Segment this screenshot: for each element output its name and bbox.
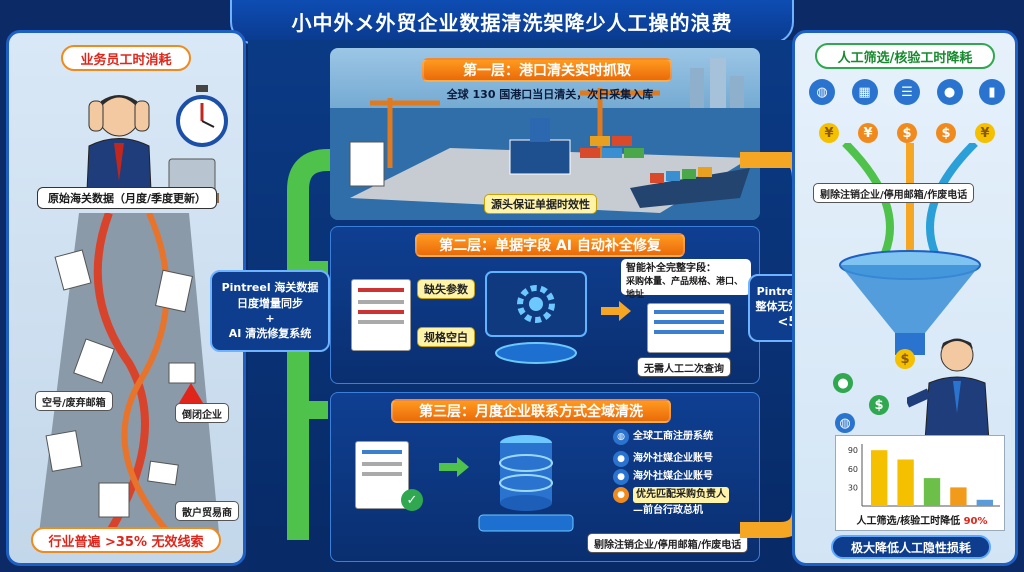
layer2-badge: 无需人工二次查询 (637, 357, 731, 377)
chart-bar (924, 478, 940, 506)
pipeline-label-line3: AI 清洗修复系统 (229, 326, 311, 341)
channel-item-registry: ◍ 全球工商注册系统 (613, 429, 759, 445)
layer1-subtitle: 全球 130 国港口当日清关，次日采集入库 (390, 86, 710, 102)
bar-chart-box: 90 60 30 人工筛选/核验工时降低 90% (835, 435, 1005, 531)
chart-caption-label: 人工筛选/核验工时降低 (856, 516, 960, 527)
globe-icon: ◍ (613, 429, 629, 445)
coin-icons-row: ¥ ¥ $ $ ¥ (819, 123, 995, 143)
fill-fields-list: 采购体量、产品规格、港口、地址 (626, 276, 746, 301)
users-icon: ● (937, 79, 963, 105)
chart-bar (977, 500, 993, 506)
contact-icon: ☰ (894, 79, 920, 105)
pipeline-label-plus: + (265, 311, 274, 326)
channel-item-buyer-sub: —前台行政总机 (613, 503, 759, 519)
person-icon: ● (833, 373, 853, 393)
right-footer: 极大降低人工隐性损耗 (831, 535, 991, 559)
businessman-illustration (907, 333, 1007, 443)
layer3-panel: 第三层：月度企业联系方式全域清洗 ✓ ◍ 全球工商注册系统 ● 海外社媒企业账号… (330, 392, 760, 562)
chart-bar (950, 487, 966, 506)
closed-company-tag: 倒闭企业 (175, 403, 229, 423)
globe-icon: ◍ (809, 79, 835, 105)
layer2-document (351, 279, 411, 351)
chart-bar (871, 450, 887, 506)
chart-bar (897, 460, 913, 507)
right-header: 人工筛选/核验工时降耗 (815, 43, 995, 69)
empty-mailbox-tag: 空号/废弃邮箱 (35, 391, 113, 411)
y-tick-label: 30 (848, 483, 858, 492)
chaotic-data-flow-illustration (19, 213, 239, 533)
filled-document-stack (647, 303, 731, 353)
chart-caption-value: 90% (964, 516, 988, 527)
verified-shield-icon: ✓ (401, 489, 423, 511)
network-icon: ◍ (835, 413, 855, 433)
right-panel: 人工筛选/核验工时降耗 ◍ ▦ ☰ ● ▮ ¥ ¥ $ $ ¥ 剔除注销企业/停… (792, 30, 1018, 566)
y-tick-label: 90 (848, 446, 858, 455)
money-icon: $ (869, 395, 889, 415)
building-icon: ▦ (852, 79, 878, 105)
channel-list: ◍ 全球工商注册系统 ● 海外社媒企业账号 ● 海外社媒企业账号 ● 优先匹配采… (613, 429, 759, 519)
raw-customs-data-label: 原始海关数据（月度/季度更新） (37, 187, 217, 209)
gear-icon (481, 267, 591, 367)
layer1-badge: 源头保证单据时效性 (484, 194, 597, 214)
channel-item-buyer: ● 优先匹配采购负责人 (613, 487, 759, 503)
missing-params-tag: 缺失参数 (417, 279, 475, 299)
layer3-title: 第三层：月度企业联系方式全域清洗 (391, 399, 671, 423)
coin-icon: $ (936, 123, 956, 143)
coin-icon: ¥ (819, 123, 839, 143)
layer2-panel: 第二层：单据字段 AI 自动补全修复 缺失参数 规格空白 智能补全完整字段： 采… (330, 226, 760, 384)
channel-item-social-2-label: 海外社媒企业账号 (633, 469, 713, 485)
channel-item-buyer-label: 优先匹配采购负责人 (633, 487, 729, 503)
channel-item-registry-label: 全球工商注册系统 (633, 429, 713, 445)
left-header: 业务员工时消耗 (61, 45, 191, 71)
chart-caption: 人工筛选/核验工时降低 90% (840, 512, 1004, 527)
chart-icon: ▮ (979, 79, 1005, 105)
data-icons-row: ◍ ▦ ☰ ● ▮ (809, 79, 1005, 105)
fill-fields-box: 智能补全完整字段： 采购体量、产品规格、港口、地址 (621, 259, 751, 295)
bar-chart: 90 60 30 (836, 436, 1006, 516)
fill-fields-title: 智能补全完整字段： (626, 262, 746, 276)
pipeline-label-box: Pintreel 海关数据 日度增量同步 + AI 清洗修复系统 (210, 270, 330, 352)
coin-icon: $ (897, 123, 917, 143)
channel-item-social-2: ● 海外社媒企业账号 (613, 469, 759, 485)
page-title: 小中外メ外贸企业数据清洗架降少人工操的浪费 (230, 0, 794, 44)
channel-item-social-1: ● 海外社媒企业账号 (613, 451, 759, 467)
coin-icon: ¥ (858, 123, 878, 143)
funnel-filter-label: 剔除注销企业/停用邮箱/作废电话 (813, 183, 974, 203)
funnel-illustration (825, 143, 995, 363)
blank-spec-tag: 规格空白 (417, 327, 475, 347)
database-icon (471, 429, 581, 539)
social-icon: ● (613, 451, 629, 467)
scattered-trader-tag: 散户贸易商 (175, 501, 239, 521)
pipeline-label-line2: 日度增量同步 (237, 296, 303, 311)
layer1-panel: 第一层：港口清关实时抓取 全球 130 国港口当日清关，次日采集入库 源头保证单… (330, 48, 760, 220)
y-tick-label: 60 (848, 465, 858, 474)
social-icon: ● (613, 469, 629, 485)
pipeline-label-line1: Pintreel 海关数据 (222, 280, 319, 295)
person-icon: ● (613, 487, 629, 503)
coin-icon: ¥ (975, 123, 995, 143)
channel-item-social-1-label: 海外社媒企业账号 (633, 451, 713, 467)
left-footer: 行业普遍 >35% 无效线索 (31, 527, 221, 553)
layer1-title: 第一层：港口清关实时抓取 (422, 58, 672, 82)
green-arrow-icon (439, 457, 469, 477)
layer2-title: 第二层：单据字段 AI 自动补全修复 (415, 233, 685, 257)
right-arrow-icon (601, 301, 631, 321)
stopwatch-icon (174, 83, 230, 149)
layer3-badge: 剔除注销企业/停用邮箱/作废电话 (587, 533, 748, 553)
